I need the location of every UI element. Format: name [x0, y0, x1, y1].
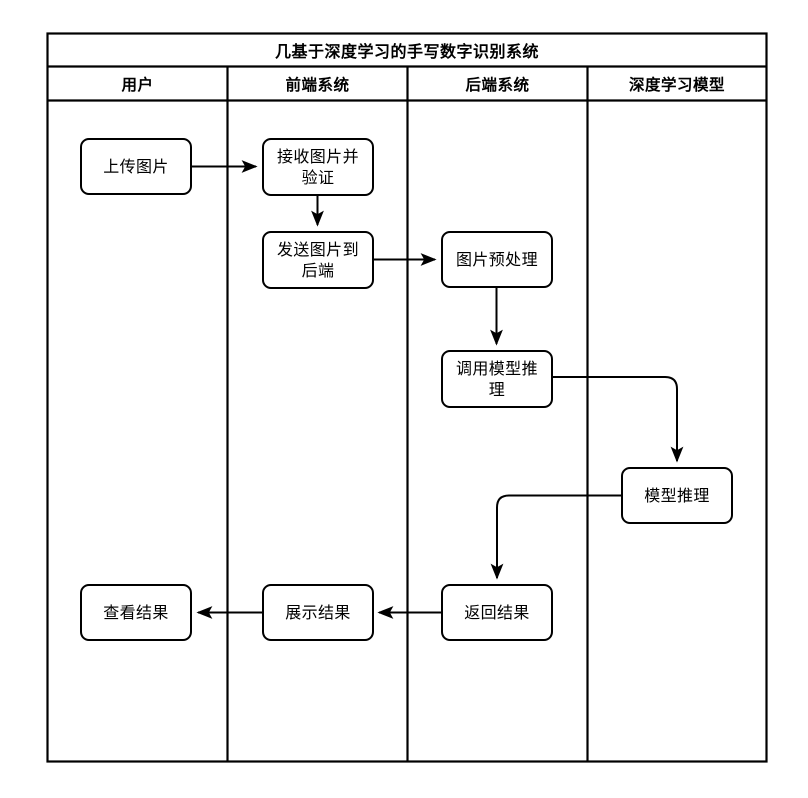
- edge-inference-to-return: [490, 494, 621, 580]
- node-display-result[interactable]: 展示结果: [262, 584, 374, 641]
- node-return-result-label: 返回结果: [464, 602, 530, 622]
- node-image-preprocess[interactable]: 图片预处理: [441, 231, 553, 288]
- lane-header-backend: 后端系统: [465, 75, 530, 94]
- node-view-result-label: 查看结果: [103, 602, 169, 622]
- node-receive-and-validate-label: 接收图片并 验证: [276, 146, 359, 187]
- node-upload-image[interactable]: 上传图片: [80, 138, 192, 195]
- node-invoke-model-inference-label: 调用模型推 理: [455, 358, 538, 399]
- diagram-title: 几基于深度学习的手写数字识别系统: [274, 42, 539, 61]
- edge-invoke-to-inference: [552, 376, 684, 463]
- node-invoke-model-inference[interactable]: 调用模型推 理: [441, 350, 553, 408]
- node-display-result-label: 展示结果: [285, 602, 351, 622]
- node-model-inference[interactable]: 模型推理: [621, 467, 733, 524]
- node-model-inference-label: 模型推理: [644, 485, 710, 505]
- node-receive-and-validate[interactable]: 接收图片并 验证: [262, 138, 374, 196]
- node-upload-image-label: 上传图片: [103, 156, 169, 176]
- lane-header-model: 深度学习模型: [628, 75, 725, 94]
- node-return-result[interactable]: 返回结果: [441, 584, 553, 641]
- node-image-preprocess-label: 图片预处理: [455, 249, 538, 269]
- lane-header-frontend: 前端系统: [285, 75, 350, 94]
- node-view-result[interactable]: 查看结果: [80, 584, 192, 641]
- lane-header-user: 用户: [121, 75, 154, 94]
- node-send-image-to-backend-label: 发送图片到 后端: [276, 239, 359, 280]
- node-send-image-to-backend[interactable]: 发送图片到 后端: [262, 231, 374, 289]
